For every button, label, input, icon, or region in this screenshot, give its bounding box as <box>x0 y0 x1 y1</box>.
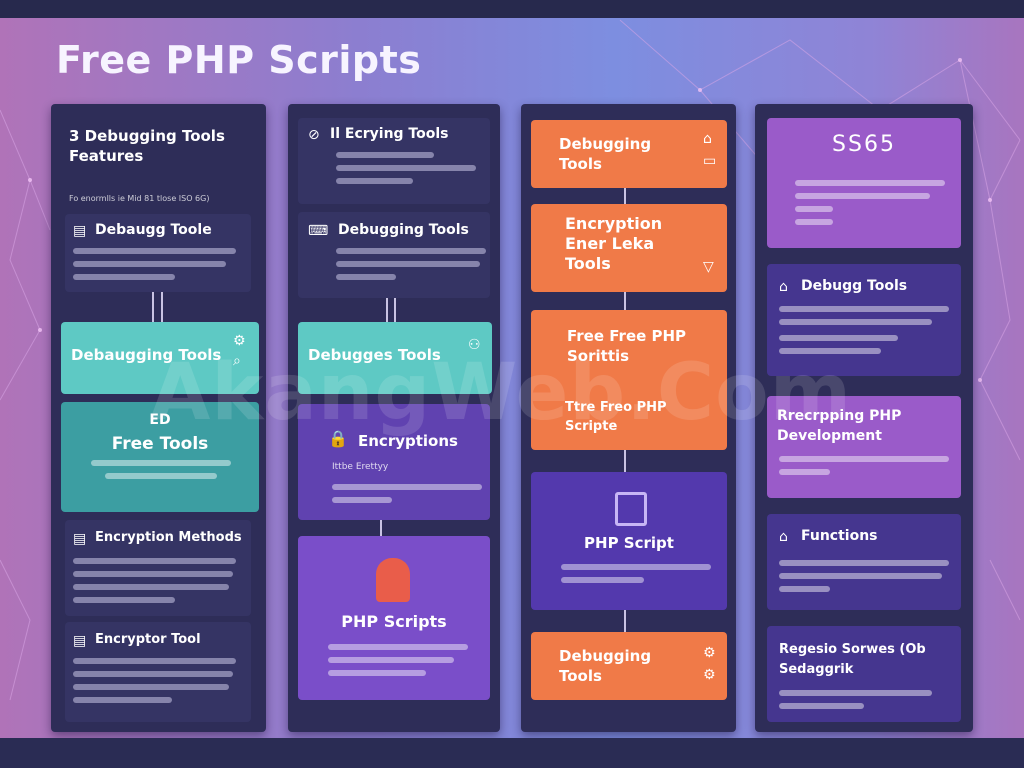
card-text <box>73 658 243 710</box>
file-icon: ▤ <box>73 633 87 649</box>
card-title: Debugg Tools <box>801 278 908 294</box>
card-title: Debaugg Toole <box>95 222 212 238</box>
card-debugg-tools[interactable]: ⌂ Debugg Tools <box>767 264 961 376</box>
card-title: Debugging Tools <box>559 135 652 173</box>
search-icon: ⌕ <box>233 353 241 369</box>
top-bar <box>0 0 1024 18</box>
shield-icon: ⌂ <box>703 131 712 147</box>
card-functions[interactable]: ⌂ Functions <box>767 514 961 610</box>
card-debugging-tools-3[interactable]: Debugging Tools ⌂ ▭ <box>531 120 727 188</box>
shield-icon: ▽ <box>703 259 714 275</box>
card-debugging-tools-4[interactable]: Debugging Tools ⚙ ⚙ <box>531 632 727 700</box>
lock-icon: ⌂ <box>779 279 788 295</box>
connector <box>386 298 388 322</box>
card-title: PHP Script <box>584 534 674 552</box>
column-3: Debugging Tools ⌂ ▭ Encryption Ener Leka… <box>521 104 736 732</box>
card-text <box>73 248 243 287</box>
card-php-script[interactable]: PHP Script <box>531 472 727 610</box>
card-title: Functions <box>801 528 878 544</box>
card-title: Il Ecrying Tools <box>330 126 449 142</box>
connector <box>624 292 626 310</box>
card-encryptor-tool[interactable]: ▤ Encryptor Tool <box>65 622 251 722</box>
card-text <box>332 484 482 510</box>
card-free-tools[interactable]: ED Free Tools <box>61 402 259 512</box>
card-encryption-methods[interactable]: ▤ Encryption Methods <box>65 520 251 616</box>
card-title: Encryptions <box>358 432 458 450</box>
card-title: Debugging Tools <box>338 222 469 238</box>
lock-icon: ⌂ <box>779 529 788 545</box>
card-title: Encryption Methods <box>95 530 242 545</box>
card-caption: Ittbe Erettyy <box>332 462 389 472</box>
connector <box>152 292 154 322</box>
card-text <box>91 460 231 486</box>
card-title: Free Free PHP Sorittis <box>567 327 687 365</box>
card-regesio-sorwes[interactable]: Regesio Sorwes (Ob Sedaggrik <box>767 626 961 722</box>
card-text <box>795 180 945 232</box>
bottom-bar <box>0 738 1024 768</box>
card-subtitle: Ttre Freo PHP Scripte <box>565 400 667 434</box>
connector <box>624 610 626 632</box>
column-1: 3 Debugging Tools Features Fo enormlls i… <box>51 104 266 732</box>
card-text <box>779 306 949 361</box>
card-badge: ED <box>149 412 171 428</box>
card-encrying-tools[interactable]: ⊘ Il Ecrying Tools <box>298 118 490 204</box>
card-text <box>779 456 949 482</box>
card-title: Debugges Tools <box>308 346 441 364</box>
card-caption: Fo enormlls ie Mid 81 tlose ISO 6G) <box>69 194 210 203</box>
card-title: SS65 <box>832 132 896 157</box>
card-text <box>779 690 949 716</box>
card-text <box>328 644 468 683</box>
settings-icon: ⚙ <box>233 333 246 349</box>
card-php-scripts[interactable]: PHP Scripts <box>298 536 490 700</box>
card-features[interactable]: 3 Debugging Tools Features Fo enormlls i… <box>65 118 251 210</box>
card-title: Debugging Tools <box>559 647 652 685</box>
card-title: Debaugging Tools <box>71 346 222 364</box>
link-icon: ⊘ <box>308 127 320 143</box>
card-text <box>336 152 476 191</box>
card-debugging-tools[interactable]: Debaugging Tools ⚙ ⌕ <box>61 322 259 394</box>
card-debugging-tools-2[interactable]: ⌨ Debugging Tools <box>298 212 490 298</box>
lock-icon: 🔒 <box>328 429 348 448</box>
card-title: 3 Debugging Tools Features <box>69 127 225 165</box>
card-text <box>336 248 486 287</box>
puzzle-icon <box>615 492 647 526</box>
connector <box>380 520 382 536</box>
card-text <box>561 564 711 590</box>
connector <box>161 292 163 322</box>
file-icon: ▤ <box>73 223 87 239</box>
card-title: Encryption Ener Leka Tools <box>565 214 663 273</box>
file-icon: ▤ <box>73 531 87 547</box>
code-icon: ▭ <box>703 153 717 169</box>
card-text <box>73 558 243 610</box>
card-encryption-tools[interactable]: Encryption Ener Leka Tools ▽ <box>531 204 727 292</box>
card-encryptions[interactable]: 🔒 Encryptions Ittbe Erettyy <box>298 404 490 520</box>
card-title: Regesio Sorwes (Ob Sedaggrik <box>779 642 926 677</box>
card-debugges-tools[interactable]: Debugges Tools ⚇ <box>298 322 492 394</box>
connector <box>394 298 396 322</box>
card-debug-tool[interactable]: ▤ Debaugg Toole <box>65 214 251 292</box>
card-title: PHP Scripts <box>341 612 447 631</box>
card-title: Encryptor Tool <box>95 632 201 647</box>
terminal-icon: ⌨ <box>308 223 329 239</box>
card-ss65[interactable]: SS65 <box>767 118 961 248</box>
padlock-icon <box>376 558 410 602</box>
card-php-development[interactable]: Rrecrpping PHP Development <box>767 396 961 498</box>
column-2: ⊘ Il Ecrying Tools ⌨ Debugging Tools Deb… <box>288 104 500 732</box>
page-title: Free PHP Scripts <box>56 38 422 82</box>
debug-icon: ⚇ <box>468 337 481 353</box>
card-free-php-scripts[interactable]: Free Free PHP Sorittis Ttre Freo PHP Scr… <box>531 310 727 450</box>
debug-icon: ⚙ <box>703 645 716 661</box>
card-text <box>779 560 949 599</box>
connector <box>624 450 626 472</box>
card-title: Free Tools <box>111 434 209 454</box>
column-4: SS65 ⌂ Debugg Tools Rrecrpping PHP Devel… <box>755 104 973 732</box>
card-title: Rrecrpping PHP Development <box>777 408 902 444</box>
debug-icon: ⚙ <box>703 667 716 683</box>
connector <box>624 188 626 204</box>
